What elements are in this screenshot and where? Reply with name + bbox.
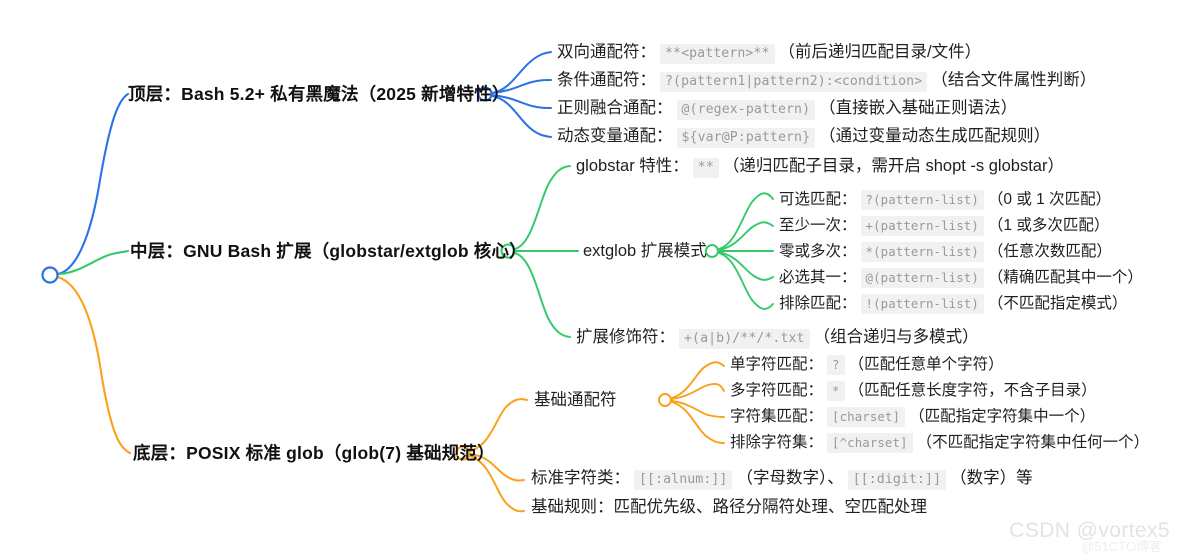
extglob-child-4[interactable]: 必选其一：@(pattern-list)（精确匹配其中一个） [779, 268, 1143, 288]
basic-child-1[interactable]: 单字符匹配：?（匹配任意单个字符） [730, 355, 1004, 375]
extglob-child-5-note: （不匹配指定模式） [987, 295, 1128, 312]
extglob-child-4-label: 必选其一： [779, 269, 857, 286]
mid-child-globstar-note: （递归匹配子目录，需开启 shopt -s globstar） [722, 157, 1064, 175]
bottom-child-charclass-note: （字母数字）、 [736, 469, 844, 487]
basic-child-3[interactable]: 字符集匹配：[charset]（匹配指定字符集中一个） [730, 407, 1096, 427]
top-child-1[interactable]: 双向通配符：**<pattern>**（前后递归匹配目录/文件） [557, 43, 982, 64]
mid-child-globstar-label: globstar 特性： [576, 157, 689, 175]
extglob-child-5-code: !(pattern-list) [860, 294, 984, 314]
extglob-child-2-note: （1 或多次匹配） [987, 217, 1110, 234]
top-child-4[interactable]: 动态变量通配：${var@P:pattern}（通过变量动态生成匹配规则） [557, 127, 1051, 148]
top-child-4-code: ${var@P:pattern} [676, 128, 816, 148]
mid-child-modifier-label: 扩展修饰符： [576, 328, 675, 346]
top-child-3[interactable]: 正则融合通配：@(regex-pattern)（直接嵌入基础正则语法） [557, 99, 1018, 120]
mid-child-modifier[interactable]: 扩展修饰符：+(a|b)/**/*.txt（组合递归与多模式） [576, 328, 979, 349]
extglob-child-3[interactable]: 零或多次：*(pattern-list)（任意次数匹配） [779, 242, 1112, 262]
top-child-3-label: 正则融合通配： [557, 99, 673, 117]
top-child-3-code: @(regex-pattern) [676, 100, 816, 120]
basic-child-2-code: * [827, 381, 845, 401]
branch-title-bottom[interactable]: 底层：POSIX 标准 glob（glob(7) 基础规范） [133, 443, 495, 463]
extglob-child-2[interactable]: 至少一次：+(pattern-list)（1 或多次匹配） [779, 216, 1110, 236]
extglob-child-2-label: 至少一次： [779, 217, 857, 234]
mid-child-modifier-note: （组合递归与多模式） [813, 328, 979, 346]
top-child-2-note: （结合文件属性判断） [931, 71, 1097, 89]
bottom-child-charclass-code2: [[:digit:]] [847, 470, 947, 490]
basic-child-2-note: （匹配任意长度字符，不含子目录） [848, 382, 1097, 399]
basic-child-1-code: ? [827, 355, 845, 375]
watermark-51cto: @51CTO博客 [1081, 539, 1162, 554]
branch-title-mid[interactable]: 中层：GNU Bash 扩展（globstar/extglob 核心） [130, 241, 527, 261]
top-child-1-label: 双向通配符： [557, 43, 656, 61]
mid-child-globstar[interactable]: globstar 特性：**（递归匹配子目录，需开启 shopt -s glob… [576, 157, 1064, 178]
extglob-child-1[interactable]: 可选匹配：?(pattern-list)（0 或 1 次匹配） [779, 190, 1112, 210]
extglob-child-4-note: （精确匹配其中一个） [987, 269, 1143, 286]
extglob-child-4-code: @(pattern-list) [860, 268, 984, 288]
basic-child-1-label: 单字符匹配： [730, 356, 824, 373]
bottom-child-charclass[interactable]: 标准字符类：[[:alnum:]]（字母数字）、[[:digit:]]（数字）等 [531, 469, 1033, 490]
basic-child-1-note: （匹配任意单个字符） [848, 356, 1004, 373]
basic-child-3-code: [charset] [827, 407, 906, 427]
extglob-sub-hub [705, 244, 719, 258]
extglob-child-1-code: ?(pattern-list) [860, 190, 984, 210]
top-child-1-note: （前后递归匹配目录/文件） [778, 43, 982, 61]
top-child-4-label: 动态变量通配： [557, 127, 673, 145]
top-child-3-note: （直接嵌入基础正则语法） [819, 99, 1018, 117]
basic-wildcard-sub-hub [658, 393, 672, 407]
mid-child-modifier-code: +(a|b)/**/*.txt [679, 329, 810, 349]
mid-child-globstar-code: ** [692, 158, 719, 178]
branch-title-top[interactable]: 顶层：Bash 5.2+ 私有黑魔法（2025 新增特性） [128, 84, 510, 104]
mid-child-extglob[interactable]: extglob 扩展模式 [583, 242, 707, 260]
basic-child-4-code: [^charset] [827, 433, 913, 453]
extglob-child-3-label: 零或多次： [779, 243, 857, 260]
root-node-dot [41, 266, 59, 284]
basic-child-2[interactable]: 多字符匹配：*（匹配任意长度字符，不含子目录） [730, 381, 1097, 401]
extglob-child-3-note: （任意次数匹配） [987, 243, 1112, 260]
bottom-child-charclass-label: 标准字符类： [531, 469, 630, 487]
basic-child-4-note: （不匹配指定字符集中任何一个） [916, 434, 1150, 451]
watermark-csdn: CSDN @vortex5 [1009, 519, 1170, 542]
extglob-child-1-label: 可选匹配： [779, 191, 857, 208]
basic-child-4[interactable]: 排除字符集：[^charset]（不匹配指定字符集中任何一个） [730, 433, 1150, 453]
top-child-2-label: 条件通配符： [557, 71, 656, 89]
extglob-child-3-code: *(pattern-list) [860, 242, 984, 262]
basic-child-3-label: 字符集匹配： [730, 408, 824, 425]
extglob-child-5-label: 排除匹配： [779, 295, 857, 312]
top-child-2-code: ?(pattern1|pattern2):<condition> [660, 72, 928, 92]
top-child-4-note: （通过变量动态生成匹配规则） [819, 127, 1051, 145]
extglob-child-2-code: +(pattern-list) [860, 216, 984, 236]
bottom-child-charclass-note2: （数字）等 [950, 469, 1033, 487]
bottom-child-basic[interactable]: 基础通配符 [534, 391, 617, 409]
bottom-child-rules[interactable]: 基础规则：匹配优先级、路径分隔符处理、空匹配处理 [531, 498, 927, 516]
top-child-1-code: **<pattern>** [660, 44, 775, 64]
basic-child-4-label: 排除字符集： [730, 434, 824, 451]
basic-child-2-label: 多字符匹配： [730, 382, 824, 399]
extglob-child-1-note: （0 或 1 次匹配） [987, 191, 1112, 208]
extglob-child-5[interactable]: 排除匹配：!(pattern-list)（不匹配指定模式） [779, 294, 1128, 314]
bottom-child-charclass-code: [[:alnum:]] [634, 470, 733, 490]
basic-child-3-note: （匹配指定字符集中一个） [909, 408, 1096, 425]
top-child-2[interactable]: 条件通配符：?(pattern1|pattern2):<condition>（结… [557, 71, 1097, 92]
